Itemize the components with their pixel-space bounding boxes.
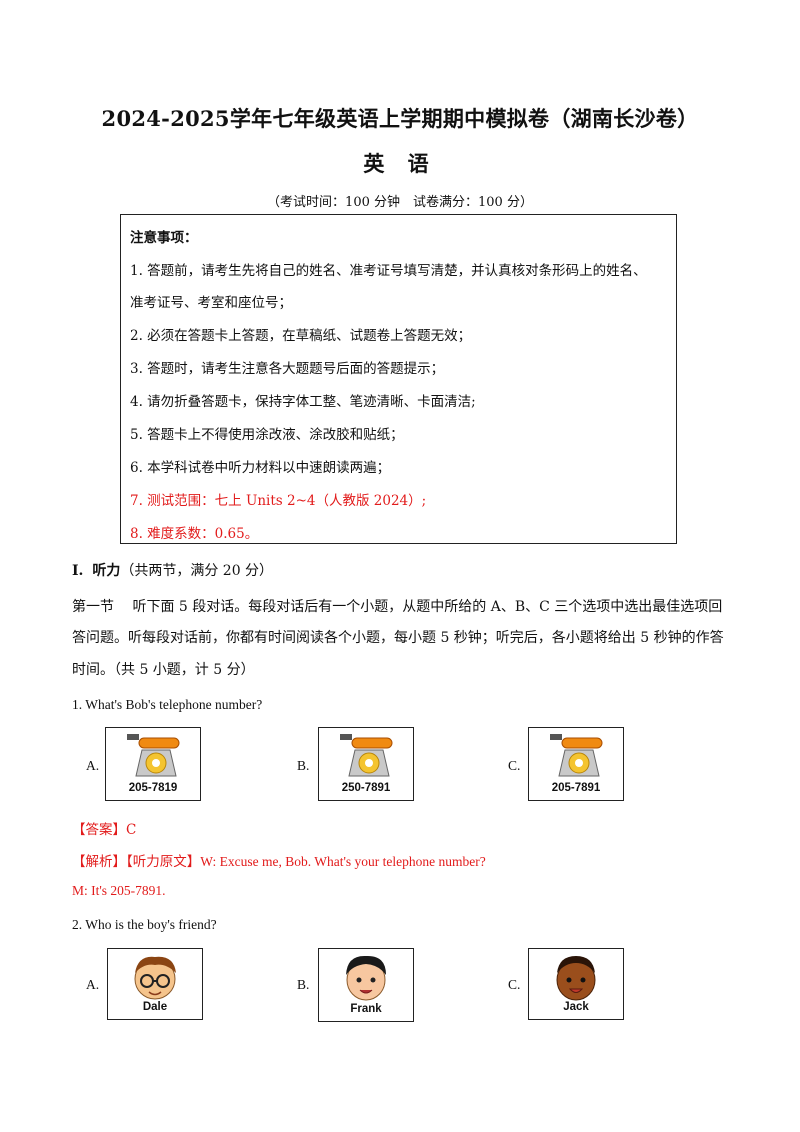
notice-item: 3. 答题时，请考生注意各大题题号后面的答题提示； [130,361,445,377]
section-number: I. [72,563,84,579]
option-label-a: A. [86,977,100,992]
page-title: 2024-2025学年七年级英语上学期期中模拟卷（湖南长沙卷） [101,106,699,131]
telephone-icon [127,734,180,777]
notice-item: 2. 必须在答题卡上答题，在草稿纸、试题卷上答题无效； [130,328,472,344]
notice-item: 4. 请勿折叠答题卡，保持字体工整、笔迹清晰、卡面清洁; [130,394,476,410]
option-caption: 250-7891 [341,782,391,794]
option-caption: Jack [563,1001,589,1013]
instruction-line: 答问题。听每段对话前，你都有时间阅读各个小题，每小题 5 秒钟；听完后，各小题将… [72,630,724,646]
option-label-c: C. [508,977,521,992]
telephone-icon [340,734,393,777]
question-stem: 2. Who is the boy's friend? [72,917,217,932]
section-name: 听力 [92,563,121,579]
option-image-c[interactable]: Jack [528,948,624,1020]
telephone-icon [550,734,603,777]
option-image-a[interactable]: 205-7819 [105,727,201,801]
analysis-text-cont: M: It's 205-7891. [72,883,166,898]
boy-dark-face-icon [556,956,596,1001]
notice-box: 注意事项： 1. 答题前，请考生先将自己的姓名、准考证号填写清楚，并认真核对条形… [120,214,677,544]
option-label-c: C. [508,758,521,773]
notice-item: 准考证号、考室和座位号； [130,295,292,311]
option-caption: 205-7819 [128,782,178,794]
option-image-b[interactable]: Frank [318,948,414,1022]
question-stem: 1. What's Bob's telephone number? [72,697,263,712]
instruction-line: 时间。（共 5 小题，计 5 分） [72,662,255,678]
option-label-b: B. [297,977,310,992]
notice-item-difficulty: 8. 难度系数：0.65。 [130,526,259,542]
notice-heading: 注意事项： [130,230,198,246]
option-image-b[interactable]: 250-7891 [318,727,414,801]
notice-item: 1. 答题前，请考生先将自己的姓名、准考证号填写清楚，并认真核对条形码上的姓名、 [130,263,647,279]
option-caption: 205-7891 [551,782,601,794]
subject-heading: 英 语 [363,151,437,176]
analysis-text: 【解析】【听力原文】W: Excuse me, Bob. What's your… [72,854,486,869]
option-caption: Dale [142,1001,168,1013]
section-heading: I. 听力（共两节，满分 20 分） [72,560,273,580]
option-image-c[interactable]: 205-7891 [528,727,624,801]
notice-item: 5. 答题卡上不得使用涂改液、涂改胶和贴纸； [130,427,404,443]
option-label-b: B. [297,758,310,773]
boy-face-icon [346,955,386,1001]
answer-text: 【答案】C [72,822,137,838]
boy-glasses-icon [134,956,176,1000]
exam-info: （考试时间：100 分钟 试卷满分：100 分） [267,195,533,210]
section-note: （共两节，满分 20 分） [120,563,274,579]
instruction-line: 第一节 听下面 5 段对话。每段对话后有一个小题，从题中所给的 A、B、C 三个… [72,599,723,615]
notice-item-scope: 7. 测试范围：七上 Units 2~4（人教版 2024）; [130,493,427,509]
option-image-a[interactable]: Dale [107,948,203,1020]
notice-item: 6. 本学科试卷中听力材料以中速朗读两遍； [130,460,391,476]
option-label-a: A. [86,758,100,773]
option-caption: Frank [350,1003,382,1015]
